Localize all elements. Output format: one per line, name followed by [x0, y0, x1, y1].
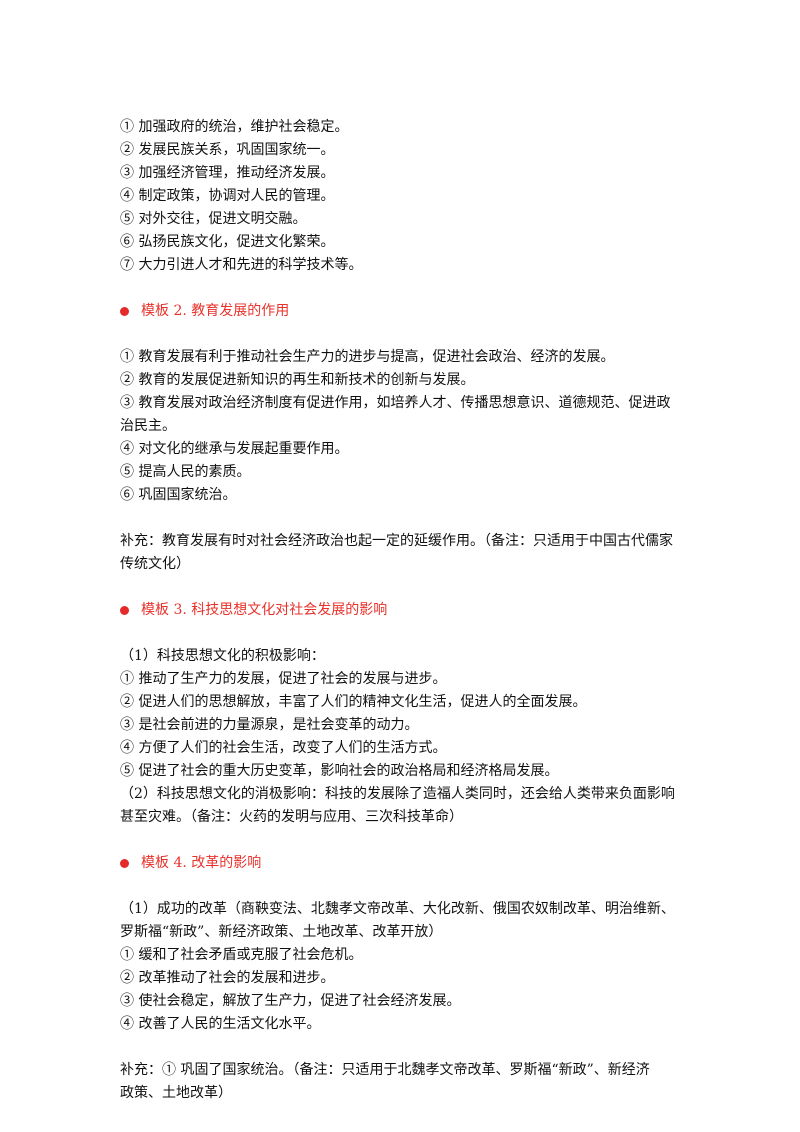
list-item: ③ 使社会稳定，解放了生产力，促进了社会经济发展。	[120, 993, 461, 1009]
list-item: ④ 制定政策，协调对人民的管理。	[120, 188, 335, 204]
paragraph-line: 补充：教育发展有时对社会经济政治也起一定的延缓作用。（备注：只适用于中国古代儒家	[120, 533, 673, 549]
section-heading-text: 模板 3. 科技思想文化对社会发展的影响	[141, 602, 388, 618]
list-item: ③ 是社会前进的力量源泉，是社会变革的动力。	[120, 717, 419, 733]
list-item: ① 推动了生产力的发展，促进了社会的发展与进步。	[120, 671, 447, 687]
section-heading-template-3: 模板 3. 科技思想文化对社会发展的影响	[120, 599, 700, 622]
list-item: ④ 对文化的继承与发展起重要作用。	[120, 441, 349, 457]
education-list-block: ① 教育发展有利于推动社会生产力的进步与提高，促进社会政治、经济的发展。 ② 教…	[120, 346, 700, 507]
section-heading-text: 模板 4. 改革的影响	[141, 855, 262, 871]
subheading: （1）科技思想文化的积极影响：	[120, 648, 325, 664]
paragraph-line: （2）科技思想文化的消极影响：科技的发展除了造福人类同时，还会给人类带来负面影响	[120, 786, 675, 802]
list-item: ② 教育的发展促进新知识的再生和新技术的创新与发展。	[120, 372, 475, 388]
list-item: ⑤ 提高人民的素质。	[120, 464, 251, 480]
list-item: ① 缓和了社会矛盾或克服了社会危机。	[120, 947, 363, 963]
list-item: ② 改革推动了社会的发展和进步。	[120, 970, 335, 986]
paragraph-line: 政策、土地改革）	[120, 1085, 232, 1101]
list-item: ⑥ 巩固国家统治。	[120, 487, 237, 503]
list-item: ⑦ 大力引进人才和先进的科学技术等。	[120, 257, 363, 273]
list-item-continuation: 治民主。	[120, 418, 176, 434]
supplement-paragraph: 补充：教育发展有时对社会经济政治也起一定的延缓作用。（备注：只适用于中国古代儒家…	[120, 530, 700, 576]
red-bullet-icon	[120, 859, 129, 868]
paragraph-line: 甚至灾难。（备注：火药的发明与应用、三次科技革命）	[120, 809, 463, 825]
list-item: ① 加强政府的统治，维护社会稳定。	[120, 119, 349, 135]
document-page: ① 加强政府的统治，维护社会稳定。 ② 发展民族关系，巩固国家统一。 ③ 加强经…	[120, 116, 700, 1105]
list-item: ② 发展民族关系，巩固国家统一。	[120, 142, 335, 158]
list-item: ② 促进人们的思想解放，丰富了人们的精神文化生活，促进人的全面发展。	[120, 694, 587, 710]
red-bullet-icon	[120, 307, 129, 316]
list-item: ① 教育发展有利于推动社会生产力的进步与提高，促进社会政治、经济的发展。	[120, 349, 615, 365]
list-item: ④ 改善了人民的生活文化水平。	[120, 1016, 321, 1032]
paragraph-line: （1）成功的改革（商鞅变法、北魏孝文帝改革、大化改新、俄国农奴制改革、明治维新、	[120, 901, 675, 917]
paragraph-line: 补充：① 巩固了国家统治。（备注：只适用于北魏孝文帝改革、罗斯福“新政”、新经济	[120, 1062, 650, 1078]
list-item: ⑥ 弘扬民族文化，促进文化繁荣。	[120, 234, 335, 250]
list-item: ④ 方便了人们的社会生活，改变了人们的生活方式。	[120, 740, 447, 756]
role-list-block: ① 加强政府的统治，维护社会稳定。 ② 发展民族关系，巩固国家统一。 ③ 加强经…	[120, 116, 700, 277]
red-bullet-icon	[120, 606, 129, 615]
paragraph-line: 传统文化）	[120, 556, 190, 572]
list-item: ⑤ 对外交往，促进文明交融。	[120, 211, 307, 227]
reform-impact-block: （1）成功的改革（商鞅变法、北魏孝文帝改革、大化改新、俄国农奴制改革、明治维新、…	[120, 898, 700, 1036]
section-heading-template-4: 模板 4. 改革的影响	[120, 852, 700, 875]
section-heading-template-2: 模板 2. 教育发展的作用	[120, 300, 700, 323]
supplement-paragraph: 补充：① 巩固了国家统治。（备注：只适用于北魏孝文帝改革、罗斯福“新政”、新经济…	[120, 1059, 700, 1105]
paragraph-line: 罗斯福“新政”、新经济政策、土地改革、改革开放）	[120, 924, 443, 940]
list-item: ③ 加强经济管理，推动经济发展。	[120, 165, 335, 181]
section-heading-text: 模板 2. 教育发展的作用	[141, 303, 290, 319]
technology-impact-block: （1）科技思想文化的积极影响： ① 推动了生产力的发展，促进了社会的发展与进步。…	[120, 645, 700, 829]
list-item: ③ 教育发展对政治经济制度有促进作用，如培养人才、传播思想意识、道德规范、促进政	[120, 395, 671, 411]
list-item: ⑤ 促进了社会的重大历史变革，影响社会的政治格局和经济格局发展。	[120, 763, 559, 779]
